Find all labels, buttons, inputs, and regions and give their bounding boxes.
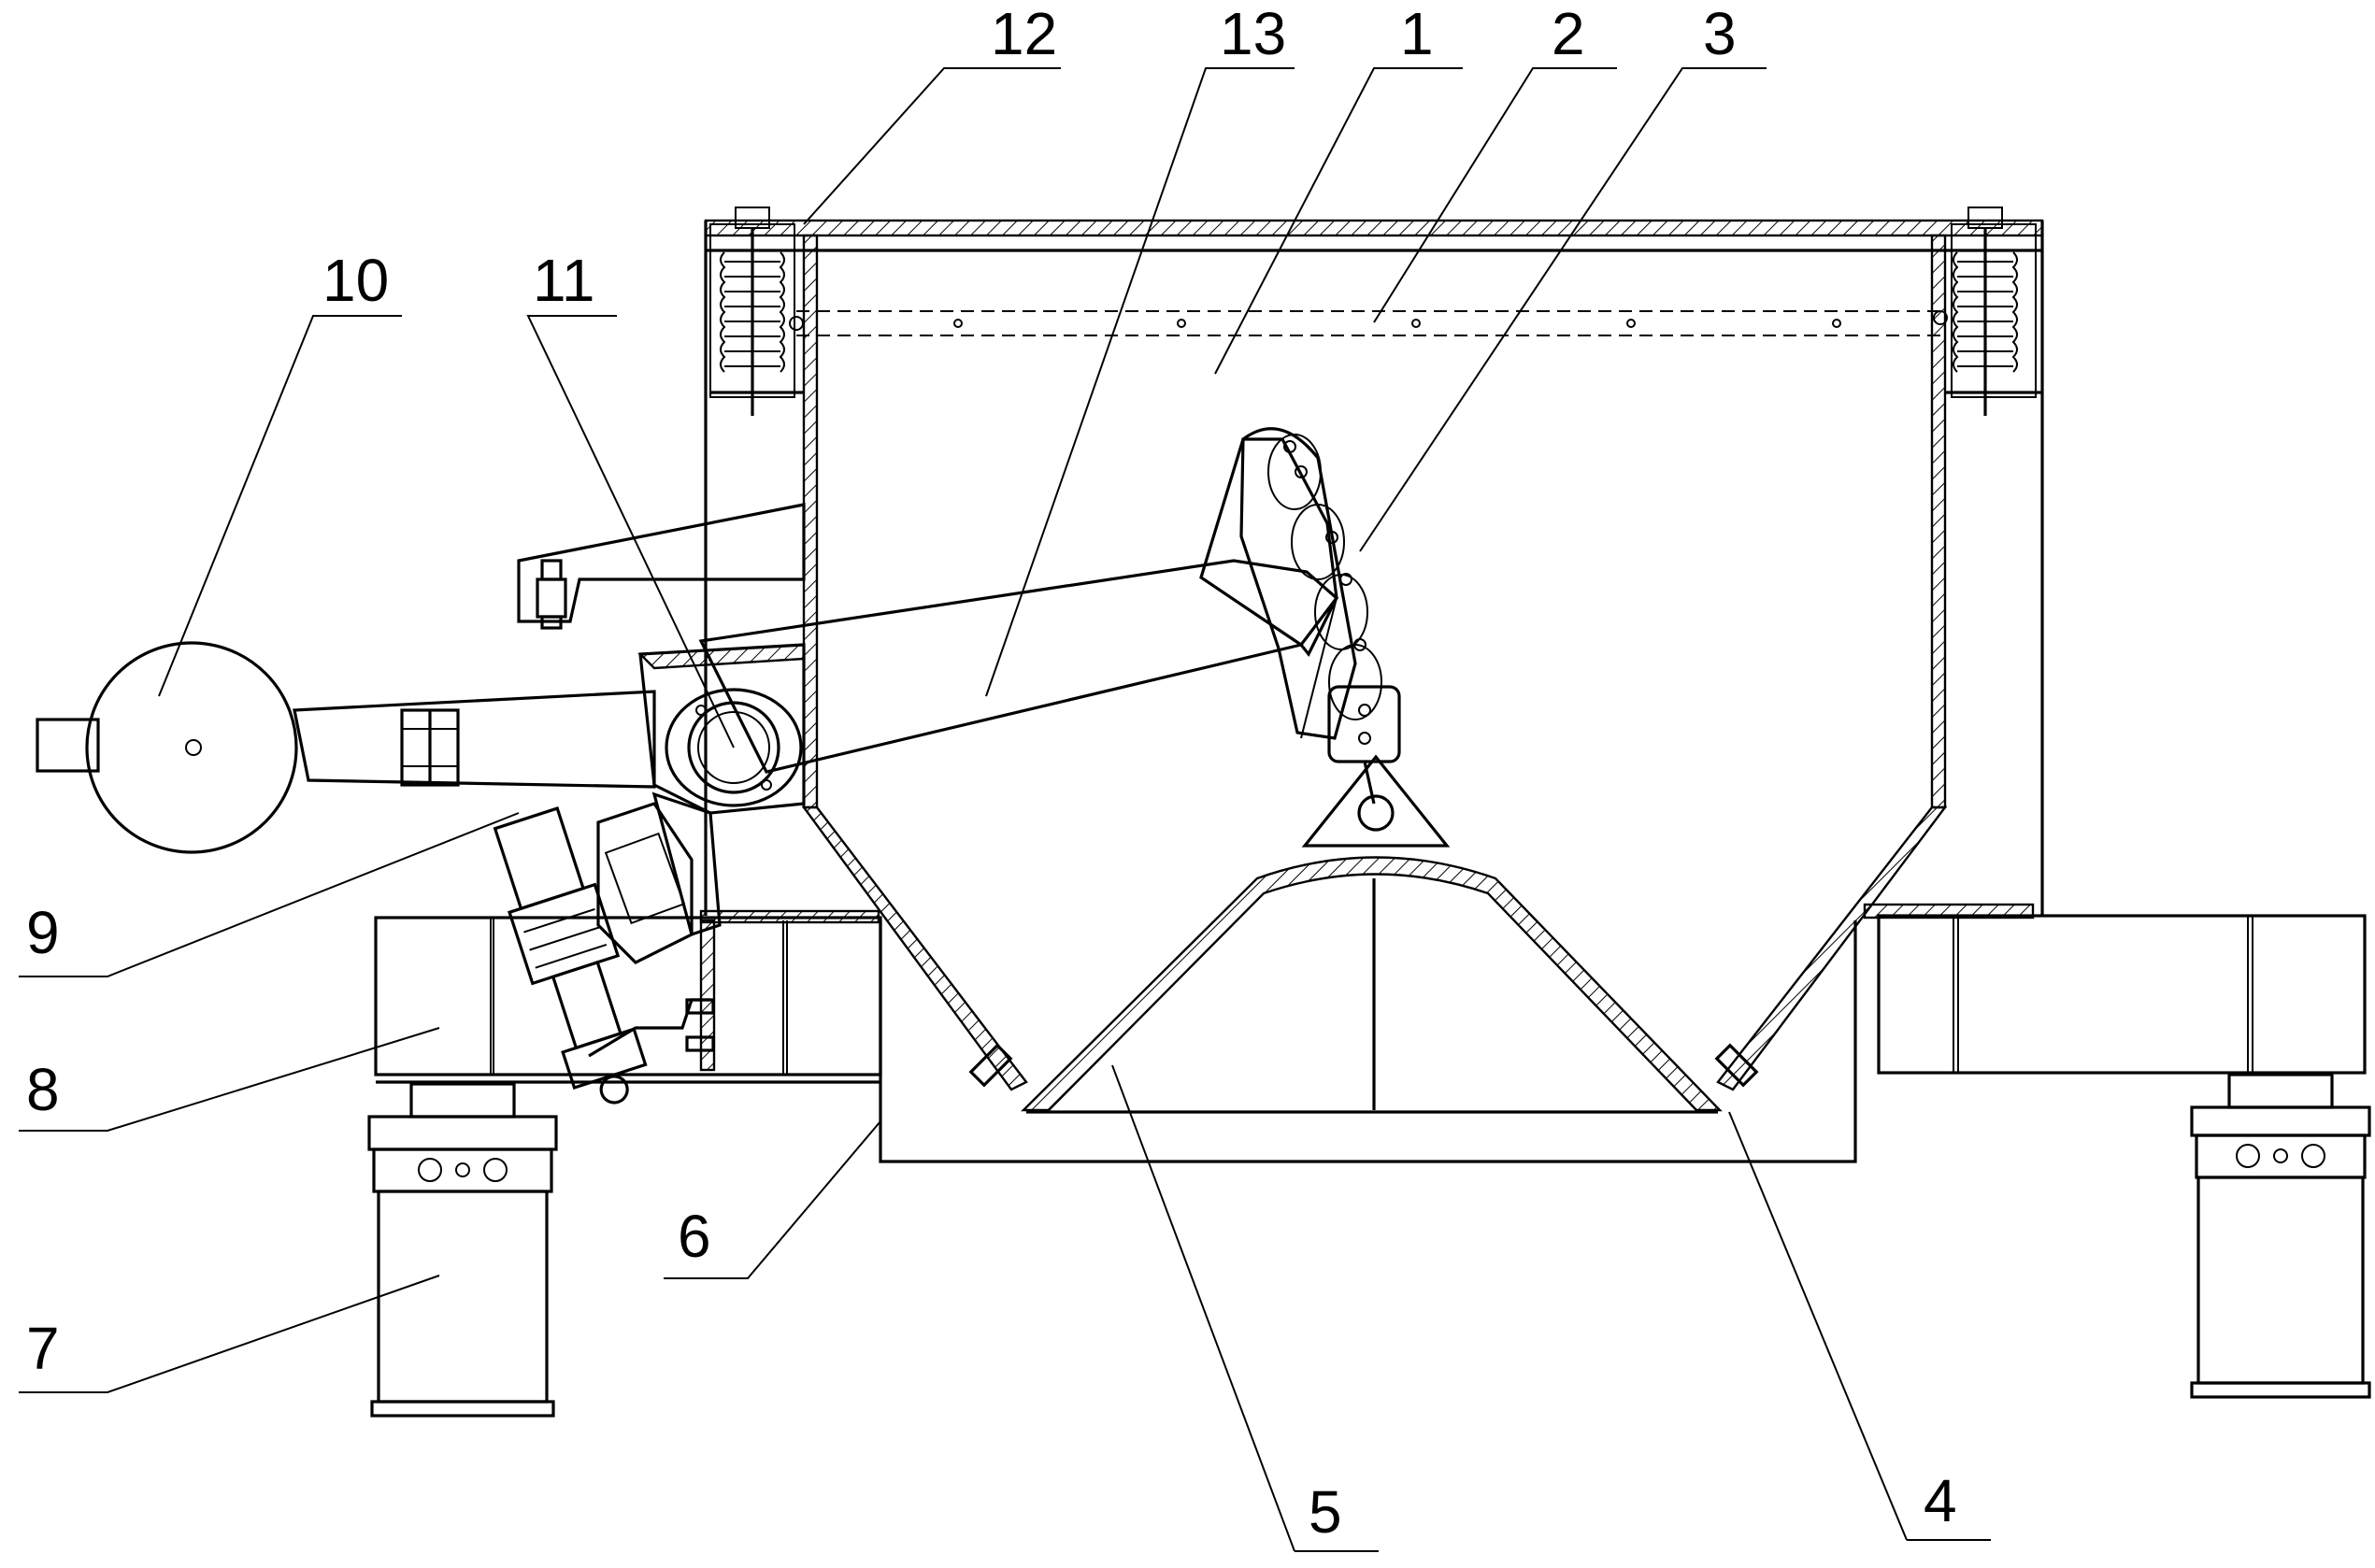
- label-12: 12: [991, 0, 1057, 67]
- label-11: 11: [533, 247, 594, 314]
- label-6: 6: [678, 1203, 711, 1270]
- chain: [1239, 427, 1401, 832]
- left-spring: [720, 207, 785, 416]
- label-7: 7: [26, 1315, 60, 1382]
- swing-arm: [698, 437, 1339, 774]
- left-leg: [367, 1082, 558, 1418]
- label-9: 9: [26, 899, 60, 966]
- right-beam: [1863, 903, 2367, 1075]
- label-3: 3: [1703, 0, 1737, 67]
- bearing-block: [637, 643, 806, 815]
- label-5: 5: [1309, 1478, 1342, 1546]
- counterweight: [36, 641, 656, 854]
- arch-support: [968, 754, 1759, 1112]
- label-2: 2: [1552, 0, 1585, 67]
- label-8: 8: [26, 1056, 60, 1123]
- leader-lines: [19, 67, 1991, 1552]
- label-4: 4: [1924, 1467, 1957, 1534]
- label-13: 13: [1220, 0, 1286, 67]
- dashed-rail: [789, 310, 1948, 336]
- left-beam: [374, 909, 882, 1084]
- right-leg: [2190, 1073, 2371, 1399]
- label-10: 10: [322, 247, 389, 314]
- right-spring: [1953, 207, 2018, 416]
- bottom-tray: [879, 920, 1857, 1163]
- hook-bracket: [517, 503, 806, 630]
- label-1: 1: [1400, 0, 1434, 67]
- hopper-body: [704, 219, 2044, 1114]
- part-labels: 12 13 1 2 3 10 11 9 8 6 7 5 4: [26, 0, 1957, 1546]
- cylinder-assembly: [400, 708, 722, 1105]
